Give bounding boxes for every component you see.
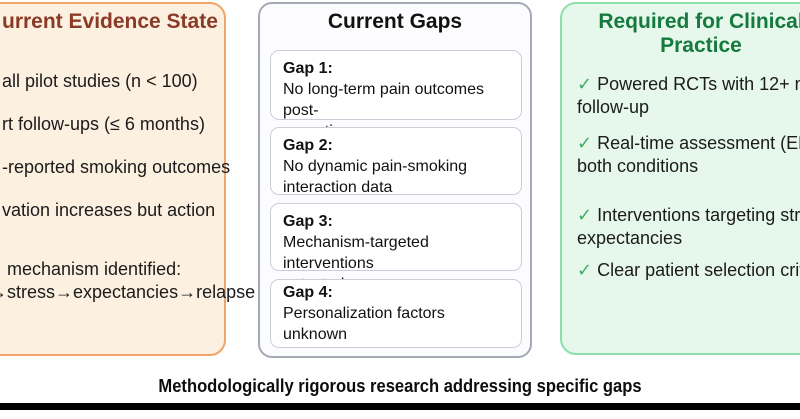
gap-text-line: interaction data [283, 179, 393, 196]
evidence-item: rt follow-ups (≤ 6 months) [2, 114, 205, 134]
gap-label: Gap 1: [283, 60, 333, 77]
requirement-text: both conditions [577, 156, 699, 176]
gap-label: Gap 4: [283, 284, 333, 301]
check-icon: ✓ [577, 133, 593, 153]
check-icon: ✓ [577, 205, 593, 225]
gap-text-line: No long-term pain outcomes post- [283, 81, 484, 119]
requirements-panel: Required for Clinical Practice ✓Powered … [560, 2, 800, 355]
requirements-title-line: Practice [660, 34, 742, 57]
requirements-title-line: Required for Clinical [598, 10, 800, 33]
footer-caption: Methodologically rigorous research addre… [158, 376, 642, 396]
mechanism-arrow-chain: →stress→expectancies→relapse [0, 282, 256, 302]
check-icon: ✓ [577, 74, 593, 94]
gap-card-2: Gap 2: No dynamic pain-smoking interacti… [270, 127, 522, 196]
requirement-item: ✓Clear patient selection criter [577, 259, 800, 282]
requirement-item: ✓Interventions targeting stres expectanc… [577, 204, 800, 250]
gaps-panel: Current Gaps Gap 1: No long-term pain ou… [258, 2, 532, 358]
requirement-item: ✓Powered RCTs with 12+ mo follow-up [577, 73, 800, 119]
gap-text-line: No dynamic pain-smoking [283, 158, 468, 175]
gap-label: Gap 3: [283, 213, 333, 230]
gap-text-line: Personalization factors unknown [283, 305, 445, 343]
evidence-panel: urrent Evidence State all pilot studies … [0, 2, 255, 356]
evidence-panel-title: urrent Evidence State [2, 10, 218, 33]
gap-card-1: Gap 1: No long-term pain outcomes post- … [270, 50, 522, 140]
requirement-text: follow-up [577, 97, 650, 117]
requirements-panel-title: Required for Clinical Practice [562, 10, 800, 58]
gap-label: Gap 2: [283, 137, 333, 154]
gap-text-line: Mechanism-targeted interventions [283, 234, 429, 272]
requirement-item: ✓Real-time assessment (EMA both conditio… [577, 132, 800, 178]
requirement-text: Clear patient selection criter [597, 260, 800, 280]
requirement-text: expectancies [577, 228, 683, 248]
mechanism-line: mechanism identified: [7, 259, 182, 279]
evidence-item: vation increases but action [2, 200, 216, 220]
check-icon: ✓ [577, 260, 593, 280]
bottom-divider-bar [0, 403, 800, 410]
gap-card-4: Gap 4: Personalization factors unknown [270, 279, 522, 348]
evidence-item: all pilot studies (n < 100) [2, 71, 198, 91]
evidence-item: -reported smoking outcomes [2, 157, 231, 177]
gap-card-3: Gap 3: Mechanism-targeted interventions … [270, 203, 522, 293]
gaps-panel-title: Current Gaps [327, 10, 463, 33]
requirement-text: Interventions targeting stres [597, 205, 800, 225]
requirement-text: Real-time assessment (EMA [597, 133, 800, 153]
requirement-text: Powered RCTs with 12+ mo [597, 74, 800, 94]
